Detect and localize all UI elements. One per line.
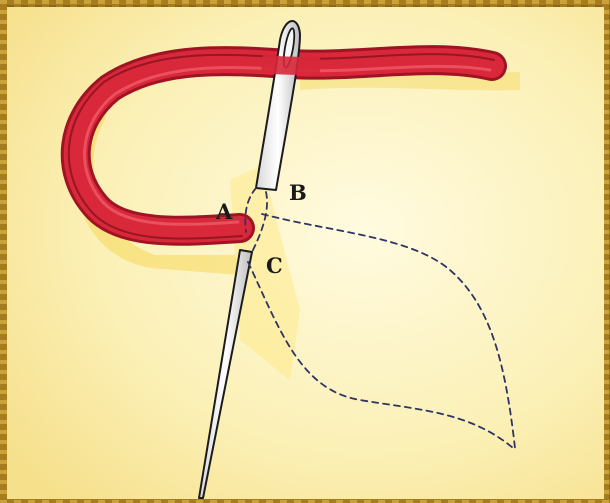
point-label-c: C: [266, 253, 283, 278]
point-label-b: B: [289, 180, 307, 205]
point-label-a: A: [215, 199, 233, 224]
thread-over-needle: [262, 64, 320, 66]
